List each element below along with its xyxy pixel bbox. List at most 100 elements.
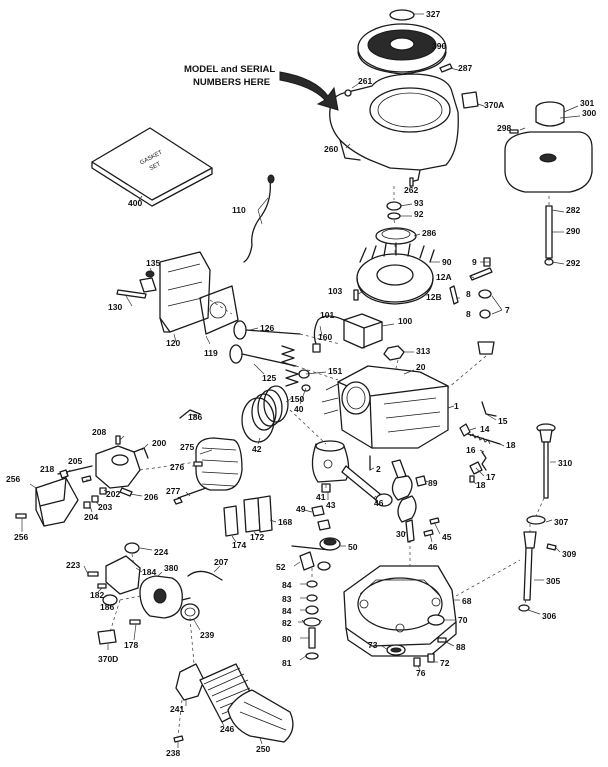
screw-262 <box>409 177 414 187</box>
piston-rings-40 <box>251 385 289 431</box>
bracket-15 <box>481 401 497 417</box>
part-label-p9: 9 <box>472 257 477 267</box>
part-label-p205: 205 <box>68 456 82 466</box>
spark-plug-135 <box>139 270 157 293</box>
seal-73 <box>386 644 406 656</box>
gear-82 <box>301 617 323 627</box>
part-label-p390: 390 <box>432 41 446 51</box>
part-label-p262: 262 <box>404 185 418 195</box>
part-label-p246: 246 <box>220 724 234 734</box>
part-label-p208: 208 <box>92 427 106 437</box>
part-label-p70: 70 <box>458 615 468 625</box>
bowl-203 <box>91 495 99 503</box>
part-label-p168: 168 <box>278 517 292 527</box>
part-label-p18: 18 <box>506 440 516 450</box>
sump-68 <box>343 565 457 657</box>
muffler-screw-276 <box>193 461 203 467</box>
part-label-p7: 7 <box>505 305 510 315</box>
screw-309 <box>546 543 557 551</box>
valve-126 <box>233 320 301 340</box>
cup-7 <box>477 341 495 355</box>
fuel-line-290 <box>544 205 554 266</box>
part-label-p370a: 370A <box>484 100 504 110</box>
dipstick-tube-305 <box>523 531 537 601</box>
part-label-p2: 2 <box>376 464 381 474</box>
part-label-p178: 178 <box>124 640 138 650</box>
part-label-p286: 286 <box>422 228 436 238</box>
part-label-p125: 125 <box>262 373 276 383</box>
part-label-p83: 83 <box>282 594 292 604</box>
part-label-p310: 310 <box>558 458 572 468</box>
part-label-p151: 151 <box>328 366 342 376</box>
screw-208 <box>115 435 121 445</box>
part-label-p41: 41 <box>316 492 326 502</box>
part-label-p80: 80 <box>282 634 292 644</box>
part-label-p82: 82 <box>282 618 292 628</box>
seal-306 <box>518 604 530 612</box>
part-label-p93: 93 <box>414 198 424 208</box>
part-label-p92: 92 <box>414 209 424 219</box>
part-label-p224: 224 <box>154 547 168 557</box>
wire-110 <box>243 174 275 263</box>
part-label-p40: 40 <box>294 404 304 414</box>
ignition-module-100 <box>343 313 383 349</box>
recoil-cap-327 <box>389 9 415 21</box>
part-label-p250: 250 <box>256 744 270 754</box>
part-label-p186: 186 <box>188 412 202 422</box>
part-label-p292: 292 <box>566 258 580 268</box>
part-label-p313: 313 <box>416 346 430 356</box>
washer-83 <box>306 594 318 602</box>
bushing-8b <box>479 309 491 319</box>
part-label-p186b: 186 <box>100 602 114 612</box>
nut-313 <box>383 345 405 361</box>
connecting-rod-46 <box>341 465 393 507</box>
flywheel-nut-93 <box>386 201 402 211</box>
part-label-p275: 275 <box>180 442 194 452</box>
part-label-p68: 68 <box>462 596 472 606</box>
air-cleaner-cover-250 <box>227 689 294 743</box>
part-label-p174: 174 <box>232 540 246 550</box>
part-label-p256a: 256 <box>6 474 20 484</box>
screw-256b <box>15 513 27 519</box>
part-label-p12a: 12A <box>436 272 452 282</box>
piston-41 <box>311 440 350 483</box>
part-label-p203: 203 <box>98 502 112 512</box>
part-label-p8b: 8 <box>466 309 471 319</box>
part-label-p84a: 84 <box>282 580 292 590</box>
seal-307 <box>526 515 546 525</box>
part-label-p276: 276 <box>170 462 184 472</box>
part-label-p42: 42 <box>252 444 262 454</box>
air-filter-housing-241 <box>175 663 205 701</box>
part-label-p182: 182 <box>90 590 104 600</box>
part-label-p204: 204 <box>84 512 98 522</box>
part-label-p17: 17 <box>486 472 496 482</box>
part-label-p43: 43 <box>326 500 336 510</box>
throttle-link-207 <box>187 570 223 581</box>
part-label-p89: 89 <box>428 478 438 488</box>
gear-84a <box>306 580 318 588</box>
part-label-p305: 305 <box>546 576 560 586</box>
ring-239 <box>180 603 200 621</box>
part-label-p90: 90 <box>442 257 452 267</box>
part-label-p306: 306 <box>542 611 556 621</box>
camshaft-50 <box>291 537 341 551</box>
part-label-p241: 241 <box>170 704 184 714</box>
part-label-p100: 100 <box>398 316 412 326</box>
leader-lines <box>21 13 581 748</box>
part-label-p49: 49 <box>296 504 306 514</box>
link-12a <box>469 267 493 281</box>
part-label-p150: 150 <box>290 394 304 404</box>
screw-223 <box>87 571 99 577</box>
model-serial-arrow <box>279 71 339 111</box>
part-label-p126: 126 <box>260 323 274 333</box>
washer-81 <box>305 652 319 660</box>
part-label-p30: 30 <box>396 529 406 539</box>
part-label-p277: 277 <box>166 486 180 496</box>
cylinder-head-120 <box>159 251 211 333</box>
carburetor-body-380 <box>139 575 191 619</box>
crankshaft-30 <box>391 459 417 543</box>
part-label-p15: 15 <box>498 416 508 426</box>
part-label-p223: 223 <box>66 560 80 570</box>
part-label-p16: 16 <box>466 445 476 455</box>
drain-plug-76 <box>413 657 421 667</box>
